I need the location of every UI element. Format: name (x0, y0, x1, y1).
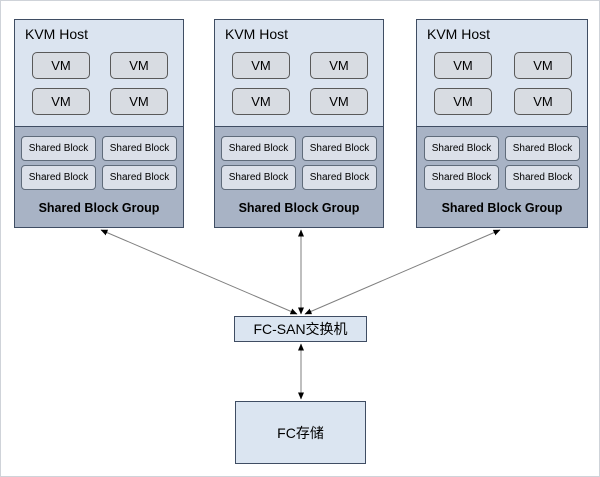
shared-block-box: Shared Block (102, 136, 177, 161)
fc-san-switch-box: FC-SAN交换机 (234, 316, 367, 342)
vm-grid: VM VM VM VM (215, 43, 383, 124)
shared-block-grid: Shared Block Shared Block Shared Block S… (417, 127, 587, 190)
kvm-host-title: KVM Host (25, 26, 89, 42)
kvm-host-title: KVM Host (225, 26, 289, 42)
shared-block-box: Shared Block (102, 165, 177, 190)
vm-grid: VM VM VM VM (417, 43, 587, 124)
shared-block-box: Shared Block (424, 136, 499, 161)
shared-block-group-label: Shared Block Group (38, 201, 160, 215)
fc-san-switch-label: FC-SAN交换机 (253, 321, 348, 337)
shared-block-box: Shared Block (302, 165, 377, 190)
shared-block-group-label: Shared Block Group (238, 201, 360, 215)
vm-box: VM (310, 88, 368, 115)
shared-block-box: Shared Block (505, 165, 580, 190)
vm-box: VM (32, 88, 90, 115)
shared-block-group: Shared Block Shared Block Shared Block S… (417, 126, 587, 227)
shared-block-box: Shared Block (302, 136, 377, 161)
shared-block-grid: Shared Block Shared Block Shared Block S… (215, 127, 383, 190)
shared-block-group: Shared Block Shared Block Shared Block S… (15, 126, 183, 227)
shared-block-box: Shared Block (221, 136, 296, 161)
fc-storage-box: FC存储 (235, 401, 366, 464)
vm-box: VM (110, 88, 168, 115)
shared-block-box: Shared Block (424, 165, 499, 190)
vm-box: VM (110, 52, 168, 79)
kvm-host-box-3: KVM Host VM VM VM VM Shared Block Shared… (416, 19, 588, 228)
vm-box: VM (434, 88, 492, 115)
vm-box: VM (514, 88, 572, 115)
vm-box: VM (32, 52, 90, 79)
vm-box: VM (514, 52, 572, 79)
kvm-host-box-1: KVM Host VM VM VM VM Shared Block Shared… (14, 19, 184, 228)
fc-storage-label: FC存储 (277, 424, 324, 441)
shared-block-box: Shared Block (221, 165, 296, 190)
kvm-host-box-2: KVM Host VM VM VM VM Shared Block Shared… (214, 19, 384, 228)
vm-box: VM (232, 52, 290, 79)
shared-block-box: Shared Block (505, 136, 580, 161)
vm-grid: VM VM VM VM (15, 43, 183, 124)
shared-block-group: Shared Block Shared Block Shared Block S… (215, 126, 383, 227)
kvm-host-title: KVM Host (427, 26, 491, 42)
connector-host3-switch (304, 229, 501, 315)
vm-box: VM (310, 52, 368, 79)
connector-host1-switch (100, 229, 298, 315)
shared-block-box: Shared Block (21, 165, 96, 190)
vm-box: VM (434, 52, 492, 79)
shared-block-grid: Shared Block Shared Block Shared Block S… (15, 127, 183, 190)
vm-box: VM (232, 88, 290, 115)
shared-block-group-label: Shared Block Group (441, 201, 563, 215)
shared-block-box: Shared Block (21, 136, 96, 161)
